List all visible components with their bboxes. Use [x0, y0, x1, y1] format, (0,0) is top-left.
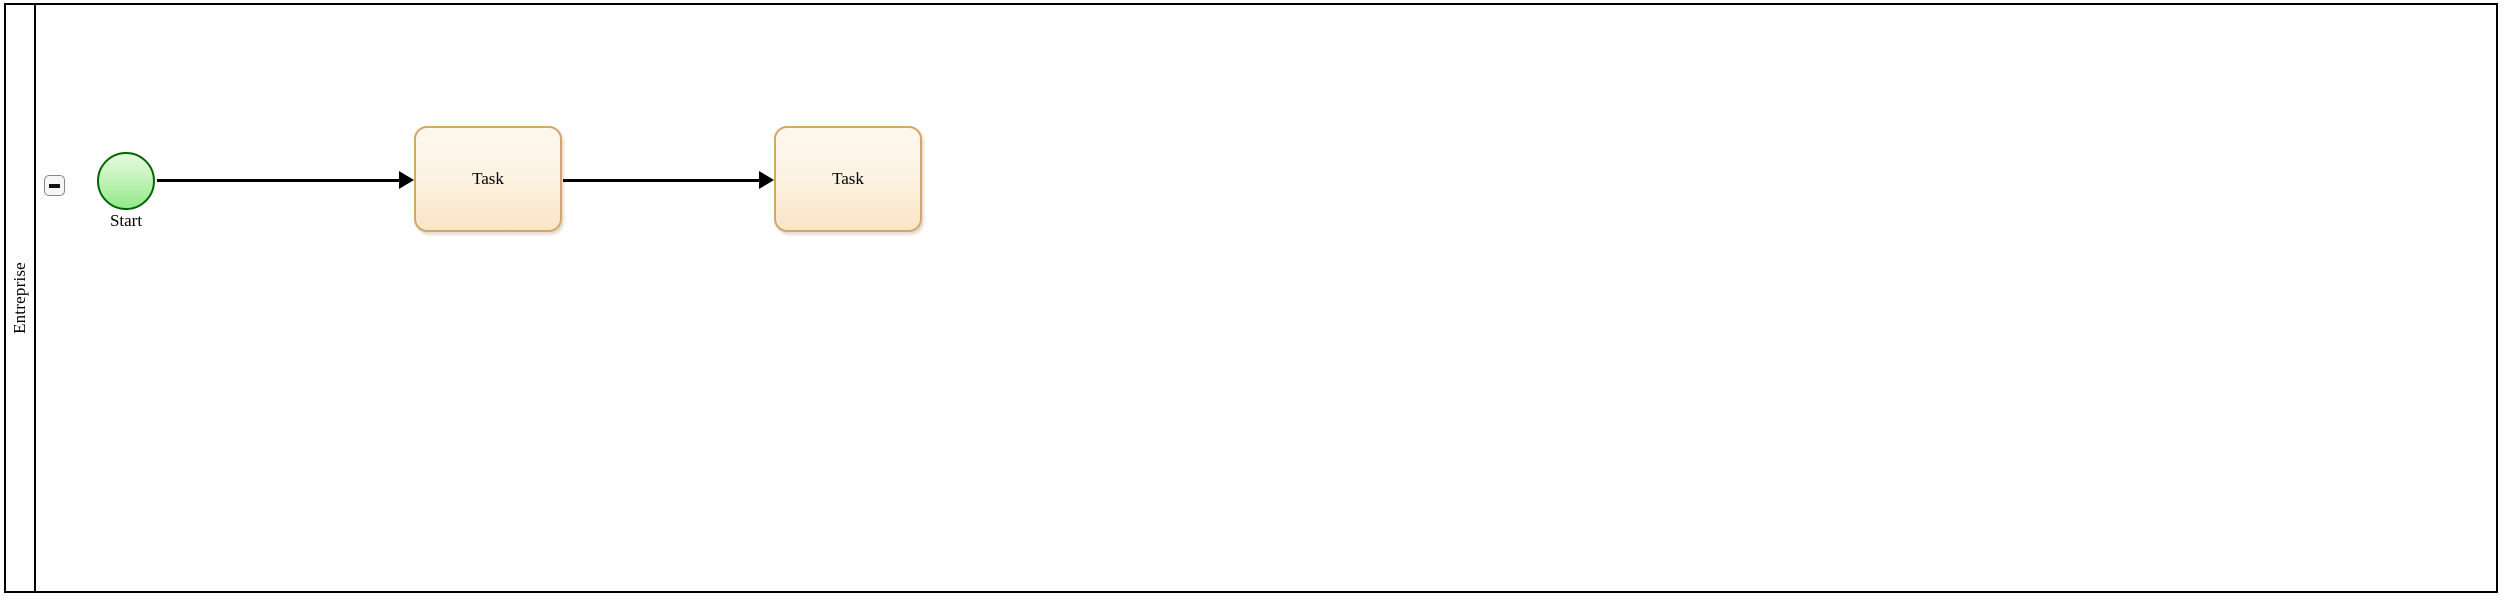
- sequence-flow-2-arrow-icon: [759, 171, 774, 189]
- task-node-1[interactable]: Task: [414, 126, 562, 232]
- sequence-flow-1-arrow-icon: [399, 171, 414, 189]
- pool-entreprise[interactable]: Entreprise Start Task: [4, 3, 2498, 593]
- task-node-2[interactable]: Task: [774, 126, 922, 232]
- sequence-flow-1-line[interactable]: [157, 179, 400, 182]
- lane-label: Entreprise: [10, 262, 30, 334]
- task-node-1-label: Task: [472, 169, 504, 188]
- start-event-label: Start: [109, 211, 143, 230]
- minus-icon: [49, 183, 60, 188]
- lane-header[interactable]: Entreprise: [6, 5, 36, 591]
- start-event-circle: [97, 152, 155, 210]
- lane-collapse-button[interactable]: [44, 175, 65, 196]
- task-node-2-label: Task: [832, 169, 864, 188]
- sequence-flow-2-line[interactable]: [563, 179, 760, 182]
- start-event-node[interactable]: [97, 152, 155, 210]
- lane-body: Start Task Task: [38, 5, 2496, 591]
